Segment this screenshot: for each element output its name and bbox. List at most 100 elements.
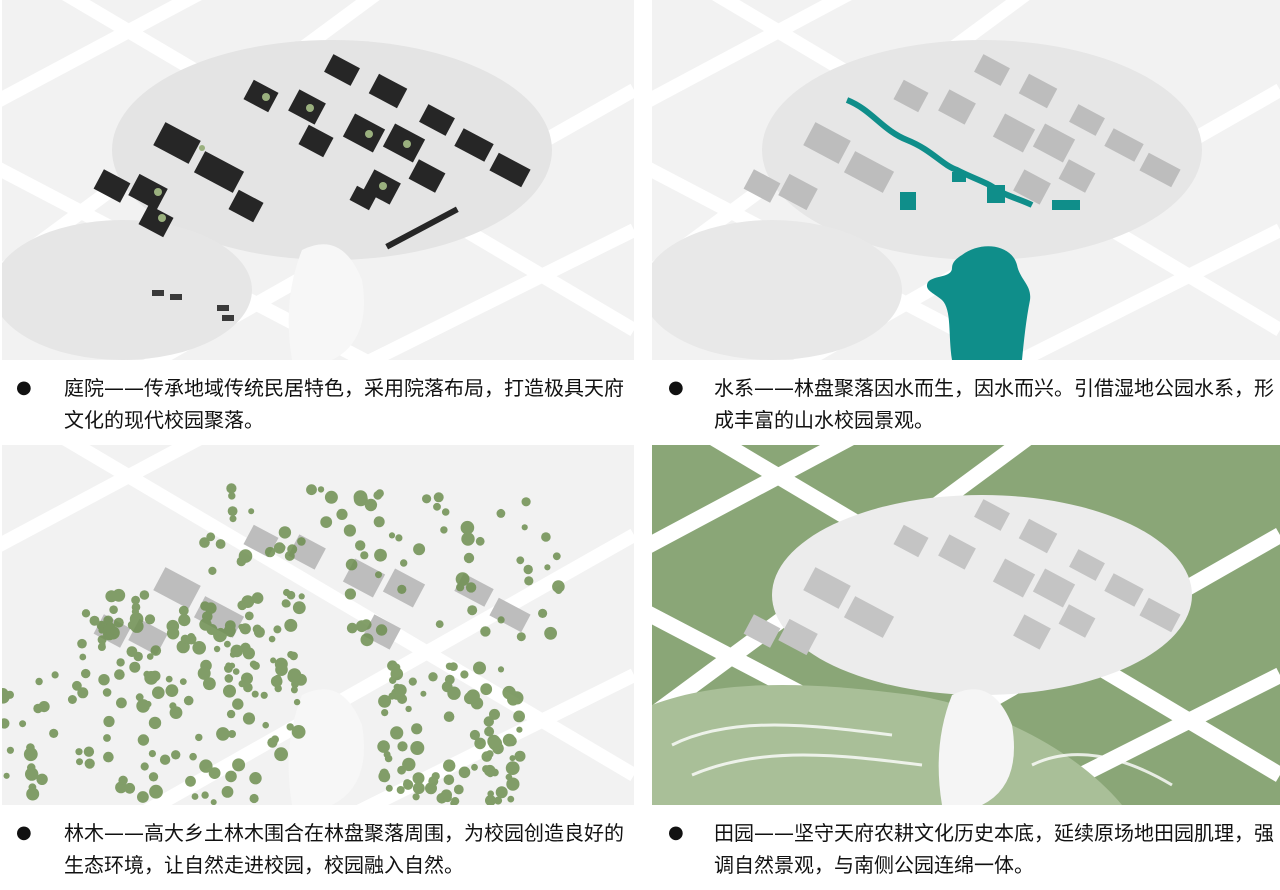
tree-icon <box>441 508 450 516</box>
panel-forest: ● 林木——高大乡土林木围合在林盘聚落周围，为校园创造良好的生态环境，让自然走进… <box>2 445 634 890</box>
tree-icon <box>412 793 420 801</box>
tree-icon <box>375 624 388 636</box>
tree-icon <box>189 752 197 761</box>
tree-icon <box>228 492 236 500</box>
tree-icon <box>197 666 211 680</box>
panel-water: ● 水系——林盘聚落因水而生，因水而兴。引借湿地公园水系，形成丰富的山水校园景观… <box>652 0 1280 445</box>
tree-icon <box>144 614 156 625</box>
tree-icon <box>475 536 485 546</box>
tree-icon <box>443 759 456 772</box>
tree-icon <box>226 483 237 494</box>
tree-icon <box>146 653 154 660</box>
tree-icon <box>428 672 438 682</box>
tree-icon <box>516 632 526 642</box>
tree-icon <box>23 747 38 762</box>
tree-icon <box>506 735 517 747</box>
tree-icon <box>364 498 378 512</box>
tree-icon <box>466 689 480 704</box>
tree-icon <box>169 702 177 710</box>
tree-icon <box>49 728 59 738</box>
tree-icon <box>487 790 495 797</box>
tree-icon <box>355 540 366 551</box>
tree-icon <box>298 593 305 600</box>
tree-icon <box>287 544 298 555</box>
tree-icon <box>236 556 246 567</box>
tree-icon <box>487 734 501 748</box>
tree-icon <box>291 725 306 739</box>
tree-icon <box>544 626 557 640</box>
tree-icon <box>79 653 87 661</box>
tree-icon <box>324 490 338 504</box>
tree-icon <box>516 556 525 565</box>
tree-icon <box>355 620 368 633</box>
tree-icon <box>166 627 180 640</box>
tree-icon <box>183 695 194 706</box>
tree-icon <box>178 614 191 627</box>
tree-icon <box>145 700 152 708</box>
tree-icon <box>103 734 111 742</box>
tree-icon <box>76 758 83 766</box>
tree-icon <box>51 671 59 679</box>
tree-icon <box>378 770 391 783</box>
tree-icon <box>267 737 278 748</box>
tree-icon <box>228 730 236 738</box>
tree-icon <box>555 586 563 594</box>
tree-icon <box>497 616 505 624</box>
tree-icon <box>260 691 268 699</box>
tree-icon <box>232 668 240 675</box>
tree-icon <box>114 669 125 680</box>
tree-icon <box>77 687 89 699</box>
tree-icon <box>538 608 548 618</box>
tree-icon <box>232 698 244 710</box>
tree-icon <box>435 620 444 628</box>
tree-icon <box>287 651 295 659</box>
map-courtyard <box>2 0 634 360</box>
tree-icon <box>205 602 217 614</box>
tree-icon <box>238 623 245 631</box>
tree-icon <box>223 624 236 637</box>
tree-icon <box>474 737 486 750</box>
tree-icon <box>3 772 10 779</box>
tree-icon <box>105 590 118 603</box>
tree-icon <box>469 729 480 741</box>
tree-icon <box>72 680 82 691</box>
tree-icon <box>165 675 173 683</box>
tree-icon <box>521 524 528 531</box>
tree-icon <box>286 590 296 600</box>
panel-farmland: ● 田园——坚守天府农耕文化历史本底，延续原场地田园肌理，强调自然景观，与南侧公… <box>652 445 1280 890</box>
caption-courtyard: ● 庭院——传承地域传统民居特色，采用院落布局，打造极具天府文化的现代校园聚落。 <box>2 372 634 442</box>
tree-icon <box>292 601 306 615</box>
tree-icon <box>433 502 441 511</box>
tree-icon <box>383 751 391 758</box>
tree-icon <box>480 683 493 696</box>
tree-icon <box>208 566 217 575</box>
tree-icon <box>199 537 210 548</box>
tree-icon <box>210 799 217 805</box>
tree-icon <box>216 627 225 637</box>
tree-icon <box>89 615 100 626</box>
tree-icon <box>116 658 125 667</box>
tree-icon <box>67 695 77 704</box>
tree-icon <box>373 490 383 500</box>
tree-icon <box>388 532 396 539</box>
tree-icon <box>126 646 138 657</box>
tree-icon <box>290 686 298 694</box>
tree-icon <box>148 750 156 758</box>
tree-icon <box>411 723 423 735</box>
tree-icon <box>113 617 124 628</box>
tree-icon <box>103 751 114 763</box>
tree-icon <box>224 640 231 648</box>
tree-icon <box>444 674 455 685</box>
tree-icon <box>445 662 454 670</box>
tree-icon <box>345 558 358 571</box>
tree-icon <box>281 599 290 608</box>
tree-icon <box>394 684 407 697</box>
tree-icon <box>279 544 286 551</box>
tree-icon <box>224 664 233 673</box>
tree-icon <box>360 551 369 560</box>
tree-icon <box>486 770 494 778</box>
tree-icon <box>264 546 276 558</box>
tree-icon <box>523 564 533 575</box>
tree-icon <box>36 773 48 785</box>
panel-courtyard: ● 庭院——传承地域传统民居特色，采用院落布局，打造极具天府文化的现代校园聚落。 <box>2 0 634 445</box>
